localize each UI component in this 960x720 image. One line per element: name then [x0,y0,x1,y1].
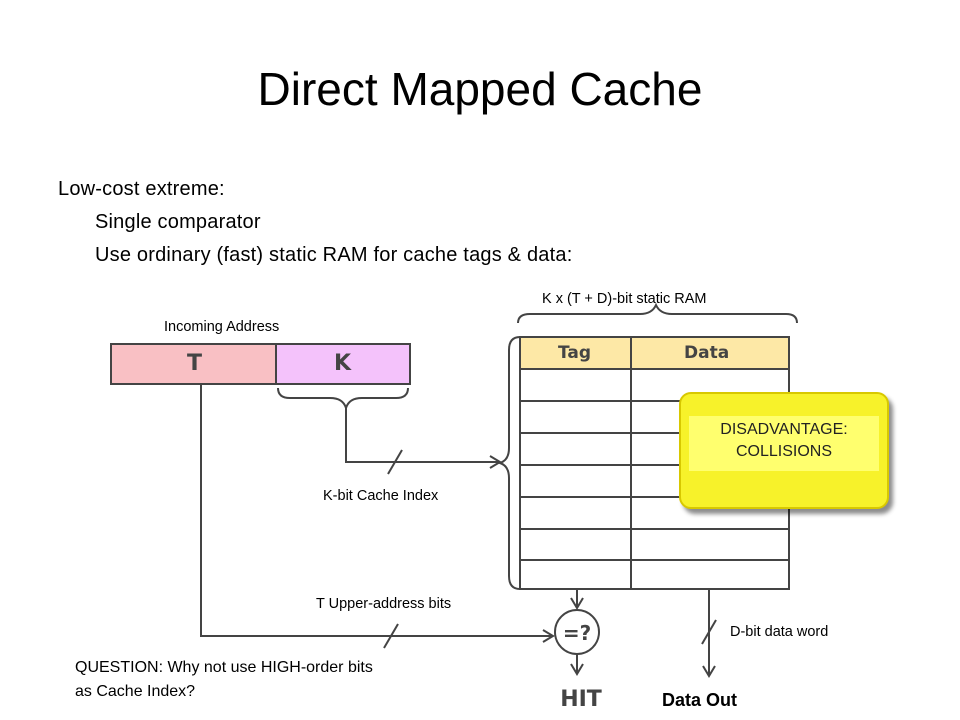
upper-bits-line [200,384,553,637]
data-word-label: D-bit data word [730,624,829,640]
question-line-1: QUESTION: Why not use HIGH-order bits [75,659,373,676]
callout-line-2: COLLISIONS [735,443,833,460]
data-out-label: Data Out [662,690,738,710]
address-index-letter: K [334,351,352,376]
tag-to-comparator-arrowhead [570,597,584,610]
cache-index-label: K-bit Cache Index [323,488,439,504]
slide-title: Direct Mapped Cache [257,63,703,115]
hit-label: HIT [560,687,602,712]
disadvantage-callout: DISADVANTAGE: COLLISIONS [679,392,889,509]
question-line-2: as Cache Index? [75,683,196,700]
data-out-arrowhead [702,665,716,678]
address-index-field [275,343,411,385]
callout-line-1: DISADVANTAGE: [720,421,848,438]
ram-label: K x (T + D)-bit static RAM [542,291,707,307]
table-brace [496,336,521,590]
upper-bits-slash [383,623,399,649]
question-text: QUESTION: Why not use HIGH-order bits as… [75,656,373,704]
hit-arrowhead [570,663,584,676]
comparator-label: =? [563,621,591,645]
data-word-slash [701,619,717,645]
upper-bits-label: T Upper-address bits [316,596,452,612]
ram-brace [517,302,798,324]
incoming-address-label: Incoming Address [164,319,280,335]
table-header-data: Data [684,343,730,363]
callout-text: DISADVANTAGE: COLLISIONS [689,416,879,471]
upper-bits-arrowhead [542,629,555,643]
bullet-single-comparator: Single comparator [95,211,261,233]
index-line [345,408,500,463]
bullet-low-cost: Low-cost extreme: [58,178,225,200]
address-tag-field [110,343,277,385]
bullet-static-ram: Use ordinary (fast) static RAM for cache… [95,244,573,266]
index-bus-slash [387,449,403,475]
address-tag-letter: T [187,351,203,376]
index-brace [277,387,409,412]
table-header-tag: Tag [558,343,592,363]
